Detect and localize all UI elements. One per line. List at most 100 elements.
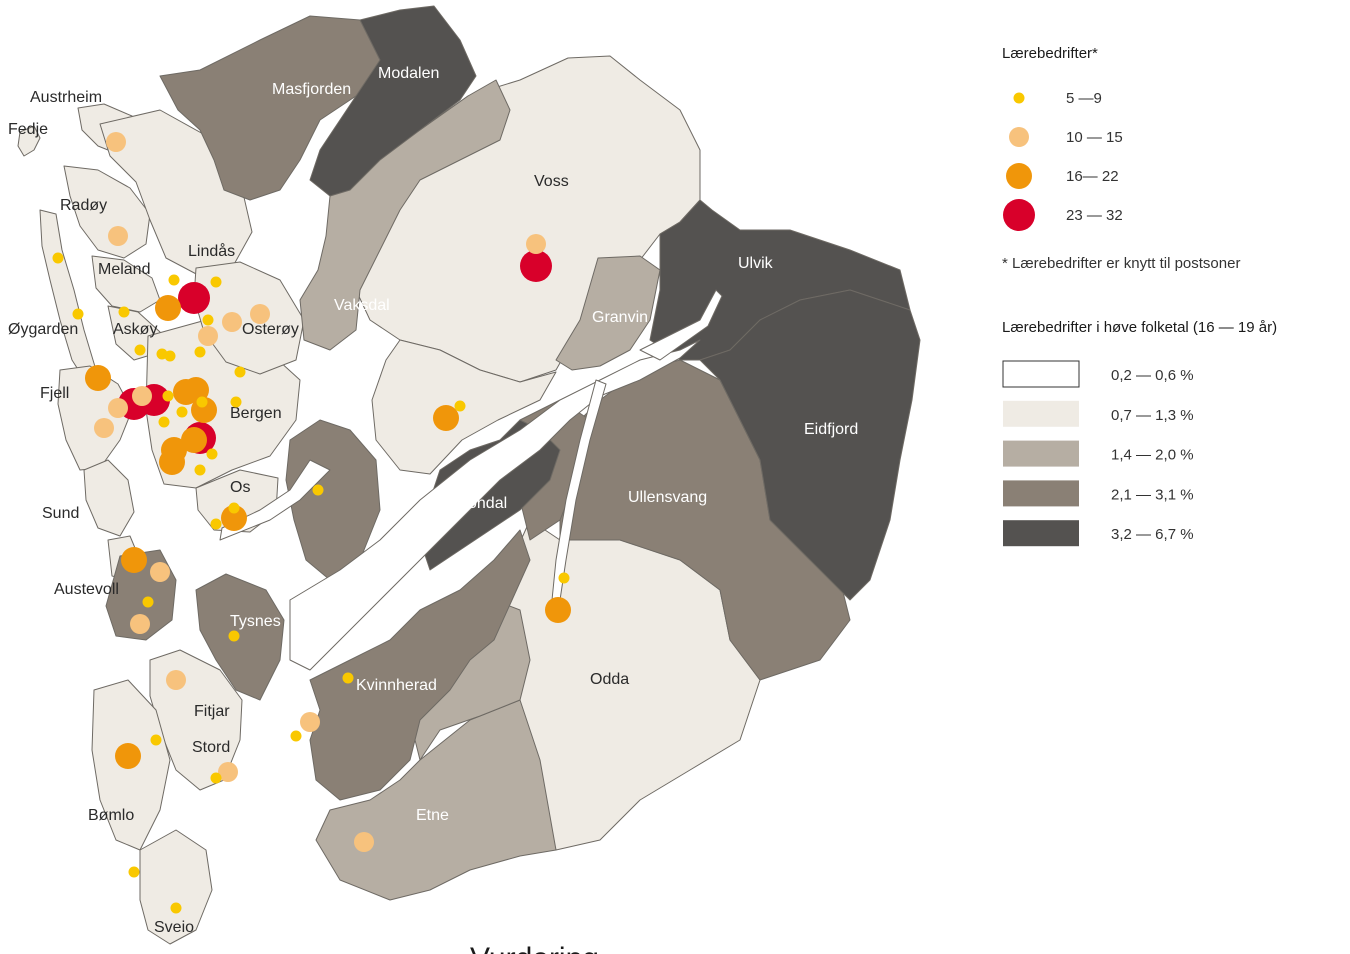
company-dot-10-15 bbox=[222, 312, 242, 332]
company-dot-5-9 bbox=[118, 306, 130, 318]
legend-dot-10-15 bbox=[1009, 127, 1029, 147]
company-dot-16-22 bbox=[181, 427, 207, 453]
label-granvin: Granvin bbox=[592, 309, 648, 326]
company-dot-5-9 bbox=[228, 502, 240, 514]
label-os: Os bbox=[230, 479, 250, 496]
legend-share-label: 2,1 — 3,1 % bbox=[1111, 486, 1194, 503]
legend-points-label: 5 —9 bbox=[1066, 90, 1102, 107]
legend-swatch bbox=[1003, 440, 1079, 467]
company-dot-5-9 bbox=[150, 734, 162, 746]
legend-swatch bbox=[1003, 520, 1079, 547]
label-rad-y: Radøy bbox=[60, 197, 107, 214]
company-dot-10-15 bbox=[198, 326, 218, 346]
company-dot-5-9 bbox=[164, 350, 176, 362]
legend-dot-23-32 bbox=[1003, 199, 1035, 231]
company-dot-16-22 bbox=[545, 597, 571, 623]
company-dot-16-22 bbox=[121, 547, 147, 573]
company-dot-5-9 bbox=[210, 772, 222, 784]
region-sund bbox=[83, 459, 135, 537]
legend-share-title: Lærebedrifter i høve folketal (16 — 19 å… bbox=[1002, 319, 1277, 336]
label-sveio: Sveio bbox=[154, 919, 194, 936]
company-dot-10-15 bbox=[106, 132, 126, 152]
label-etne: Etne bbox=[416, 807, 449, 824]
region-meland bbox=[91, 255, 161, 313]
company-dot-5-9 bbox=[196, 396, 208, 408]
company-dot-5-9 bbox=[312, 484, 324, 496]
label-sund: Sund bbox=[42, 505, 79, 522]
company-dot-5-9 bbox=[558, 572, 570, 584]
region-sveio bbox=[139, 829, 213, 945]
company-dot-5-9 bbox=[210, 518, 222, 530]
label-fitjar: Fitjar bbox=[194, 703, 230, 720]
municipality-labels: AustrheimFedjeMasfjordenModalenVossRadøy… bbox=[8, 65, 858, 936]
region-tysnes bbox=[195, 573, 285, 701]
company-dot-5-9 bbox=[176, 406, 188, 418]
company-dot-5-9 bbox=[234, 366, 246, 378]
region-etne bbox=[315, 699, 557, 901]
label-eidfjord: Eidfjord bbox=[804, 421, 858, 438]
label-ulvik: Ulvik bbox=[738, 255, 774, 272]
legend-share-label: 0,7 — 1,3 % bbox=[1111, 407, 1194, 424]
legend-share-label: 3,2 — 6,7 % bbox=[1111, 526, 1194, 543]
label--ygarden: Øygarden bbox=[8, 321, 78, 338]
company-dot-10-15 bbox=[108, 398, 128, 418]
company-dot-5-9 bbox=[72, 308, 84, 320]
legend-share-label: 0,2 — 0,6 % bbox=[1111, 367, 1194, 384]
legend-points-label: 10 — 15 bbox=[1066, 129, 1123, 146]
label-stord: Stord bbox=[192, 739, 230, 756]
company-dot-10-15 bbox=[166, 670, 186, 690]
label-ask-y: Askøy bbox=[113, 321, 157, 338]
company-dot-10-15 bbox=[130, 614, 150, 634]
legend-points-footnote: * Lærebedrifter er knytt til postsoner bbox=[1002, 255, 1240, 272]
fjord-hardanger bbox=[289, 339, 701, 671]
legend-points-label: 16— 22 bbox=[1066, 168, 1119, 185]
company-dot-16-22 bbox=[85, 365, 111, 391]
company-dot-5-9 bbox=[128, 866, 140, 878]
company-dot-23-32 bbox=[520, 250, 552, 282]
company-dot-16-22 bbox=[115, 743, 141, 769]
company-dot-5-9 bbox=[142, 596, 154, 608]
legend-swatch bbox=[1003, 400, 1079, 427]
company-dot-5-9 bbox=[170, 902, 182, 914]
legend-share-label: 1,4 — 2,0 % bbox=[1111, 447, 1194, 464]
company-dot-5-9 bbox=[134, 344, 146, 356]
company-dot-5-9 bbox=[206, 448, 218, 460]
fjord-eidfjord bbox=[639, 289, 723, 361]
company-dot-5-9 bbox=[202, 314, 214, 326]
company-dot-10-15 bbox=[94, 418, 114, 438]
legend-dot-5-9 bbox=[1013, 92, 1025, 104]
region-granvin bbox=[555, 255, 661, 371]
region-radoy bbox=[63, 165, 151, 259]
company-dot-5-9 bbox=[342, 672, 354, 684]
company-dot-10-15 bbox=[132, 386, 152, 406]
legend-dot-16-22 bbox=[1006, 163, 1032, 189]
company-dot-5-9 bbox=[194, 346, 206, 358]
company-dot-23-32 bbox=[178, 282, 210, 314]
legend-swatch bbox=[1002, 360, 1080, 388]
section-heading-partial: Vurdering bbox=[470, 942, 599, 954]
label-masfjorden: Masfjorden bbox=[272, 81, 351, 98]
company-dot-10-15 bbox=[150, 562, 170, 582]
region-kvinnherad bbox=[309, 529, 531, 801]
label-oster-y: Osterøy bbox=[242, 321, 299, 338]
legend-swatch bbox=[1003, 480, 1079, 507]
label-meland: Meland bbox=[98, 261, 150, 278]
company-dot-5-9 bbox=[454, 400, 466, 412]
company-dot-5-9 bbox=[168, 274, 180, 286]
company-dot-10-15 bbox=[300, 712, 320, 732]
region-modalen bbox=[309, 5, 477, 197]
legend-points-title: Lærebedrifter* bbox=[1002, 45, 1098, 62]
label-austrheim: Austrheim bbox=[30, 89, 102, 106]
label-vaksdal: Vaksdal bbox=[334, 297, 390, 314]
label-fedje: Fedje bbox=[8, 121, 48, 138]
label-voss: Voss bbox=[534, 173, 569, 190]
company-dot-5-9 bbox=[194, 464, 206, 476]
label-austevoll: Austevoll bbox=[54, 581, 119, 598]
label-ullensvang: Ullensvang bbox=[628, 489, 707, 506]
company-dots bbox=[52, 132, 571, 914]
company-dot-16-22 bbox=[183, 377, 209, 403]
company-dot-10-15 bbox=[218, 762, 238, 782]
legend-share: Lærebedrifter i høve folketal (16 — 19 å… bbox=[1002, 319, 1277, 547]
